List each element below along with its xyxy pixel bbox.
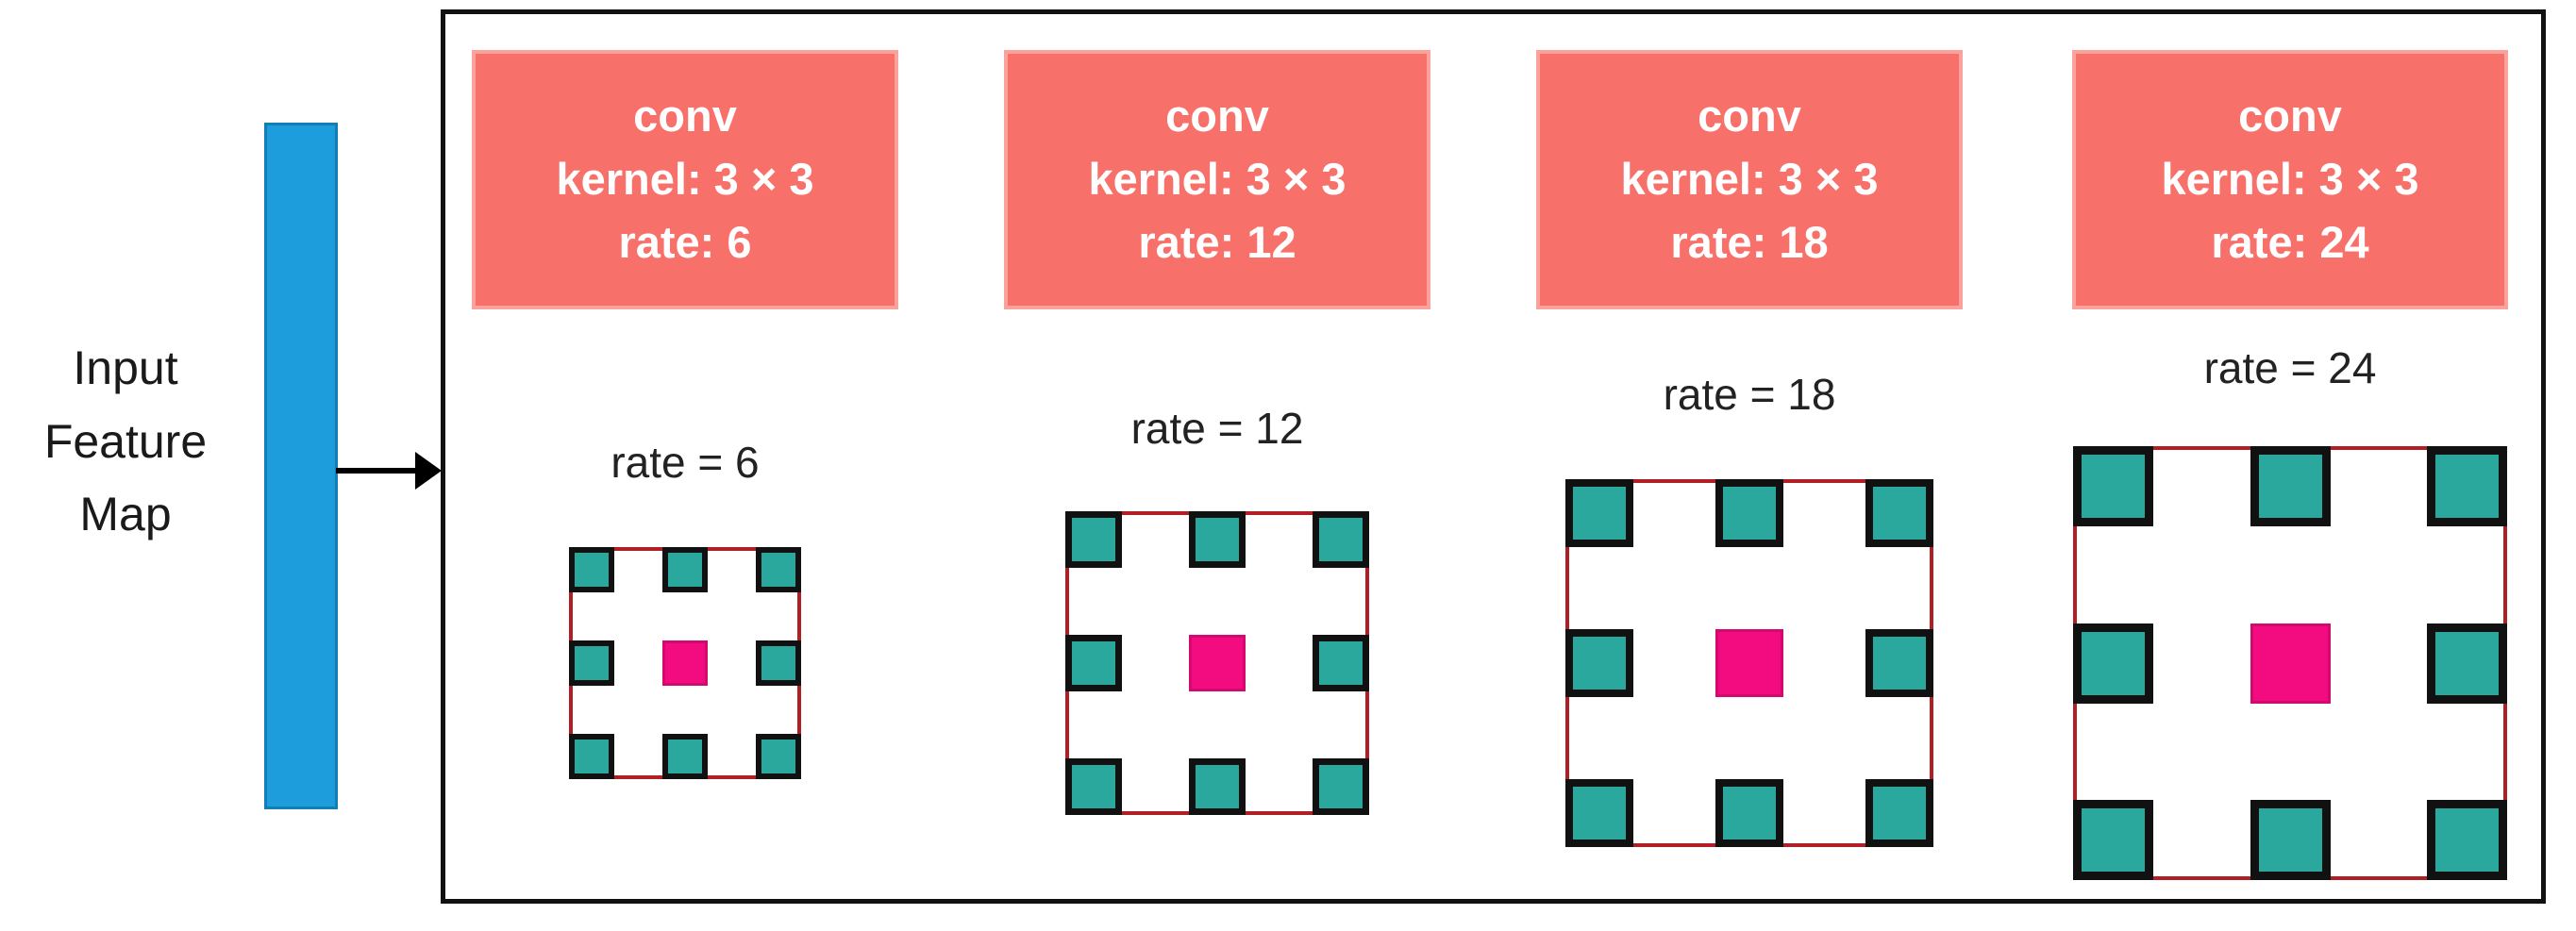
kernel-sample-square — [1313, 635, 1369, 691]
kernel-center-square — [662, 640, 708, 686]
kernel-sample-square — [1565, 779, 1633, 847]
conv-rate: rate: 12 — [1138, 216, 1296, 267]
kernel-sample-square — [1065, 758, 1122, 815]
arrow-shaft — [336, 468, 417, 474]
kernel-sample-square — [756, 547, 801, 592]
kernel-sample-square — [1565, 629, 1633, 697]
conv-op-title: conv — [2238, 91, 2342, 141]
kernel-sample-square — [2250, 800, 2331, 880]
rate-label: rate = 12 — [1130, 404, 1304, 453]
conv-rate: rate: 18 — [1670, 216, 1829, 267]
kernel-sample-square — [2073, 623, 2153, 704]
dilated-kernel-grid — [2073, 446, 2507, 880]
kernel-sample-square — [2073, 446, 2153, 526]
kernel-sample-square — [1189, 511, 1246, 568]
conv-branch-rate-6: conv kernel: 3 × 3 rate: 6 rate = 6 — [472, 14, 898, 899]
conv-op-box: conv kernel: 3 × 3 rate: 24 — [2072, 50, 2508, 309]
kernel-center-square — [1715, 629, 1783, 697]
conv-op-box: conv kernel: 3 × 3 rate: 6 — [472, 50, 898, 309]
rate-label: rate = 24 — [2203, 343, 2377, 392]
kernel-sample-square — [756, 734, 801, 779]
kernel-sample-square — [662, 547, 708, 592]
conv-kernel-size: kernel: 3 × 3 — [1088, 154, 1347, 205]
kernel-sample-square — [2427, 446, 2507, 526]
dilated-kernel-grid — [1065, 511, 1369, 815]
conv-kernel-size: kernel: 3 × 3 — [2161, 154, 2419, 205]
conv-rate: rate: 6 — [618, 216, 752, 267]
conv-op-title: conv — [633, 91, 737, 141]
kernel-sample-square — [1065, 511, 1122, 568]
conv-kernel-size: kernel: 3 × 3 — [1620, 154, 1879, 205]
dilated-kernel-grid — [1565, 479, 1933, 847]
kernel-sample-square — [1715, 779, 1783, 847]
conv-branch-rate-24: conv kernel: 3 × 3 rate: 24 rate = 24 — [2072, 14, 2508, 899]
kernel-sample-square — [2427, 623, 2507, 704]
kernel-sample-square — [1189, 758, 1246, 815]
conv-branches-box: conv kernel: 3 × 3 rate: 6 rate = 6 conv… — [441, 9, 2546, 904]
kernel-sample-square — [1865, 479, 1933, 547]
kernel-sample-square — [756, 640, 801, 686]
conv-op-title: conv — [1165, 91, 1269, 141]
kernel-sample-square — [1065, 635, 1122, 691]
dilated-kernel-grid — [569, 547, 801, 779]
kernel-center-square — [2250, 623, 2331, 704]
arrow-right-icon — [336, 452, 442, 490]
kernel-sample-square — [1865, 779, 1933, 847]
kernel-sample-square — [1313, 511, 1369, 568]
kernel-sample-square — [2427, 800, 2507, 880]
kernel-sample-square — [662, 734, 708, 779]
arrow-head — [415, 452, 442, 490]
input-feature-map-label: Input Feature Map — [43, 341, 208, 540]
kernel-sample-square — [1715, 479, 1783, 547]
kernel-sample-square — [2073, 800, 2153, 880]
conv-op-box: conv kernel: 3 × 3 rate: 18 — [1536, 50, 1963, 309]
rate-label: rate = 18 — [1663, 370, 1836, 419]
kernel-sample-square — [569, 734, 614, 779]
conv-branch-rate-18: conv kernel: 3 × 3 rate: 18 rate = 18 — [1536, 14, 1963, 899]
kernel-sample-square — [1565, 479, 1633, 547]
kernel-sample-square — [569, 547, 614, 592]
conv-branch-rate-12: conv kernel: 3 × 3 rate: 12 rate = 12 — [1004, 14, 1430, 899]
conv-rate: rate: 24 — [2211, 216, 2369, 267]
conv-kernel-size: kernel: 3 × 3 — [556, 154, 814, 205]
conv-op-box: conv kernel: 3 × 3 rate: 12 — [1004, 50, 1430, 309]
kernel-sample-square — [569, 640, 614, 686]
kernel-sample-square — [2250, 446, 2331, 526]
rate-label: rate = 6 — [611, 438, 760, 487]
kernel-sample-square — [1865, 629, 1933, 697]
kernel-center-square — [1189, 635, 1246, 691]
conv-op-title: conv — [1698, 91, 1801, 141]
kernel-sample-square — [1313, 758, 1369, 815]
input-feature-map-bar — [264, 123, 338, 809]
